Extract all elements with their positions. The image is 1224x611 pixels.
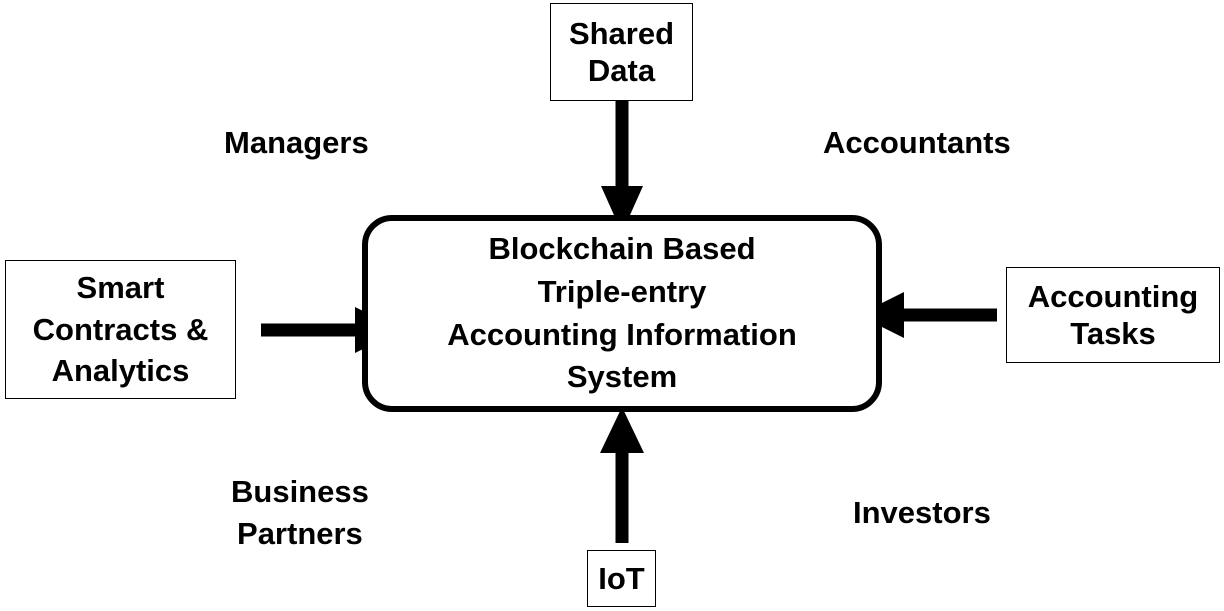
- accounting-tasks-label: Accounting: [1027, 278, 1199, 314]
- shared-data-label: Data: [587, 53, 656, 88]
- iot-box: IoT: [587, 550, 656, 607]
- iot-label: IoT: [598, 560, 645, 596]
- shared-data-label: Shared: [568, 15, 675, 51]
- system-title-line: Blockchain Based: [488, 230, 756, 266]
- smart-contracts-label: Analytics: [51, 353, 190, 389]
- investors-label: Investors: [853, 495, 991, 530]
- business-partners-line: Partners: [237, 515, 363, 551]
- business-partners-label: Business Partners: [231, 471, 369, 555]
- managers-label: Managers: [224, 125, 369, 160]
- smart-contracts-box: Smart Contracts & Analytics: [5, 260, 236, 399]
- smart-contracts-label: Smart: [76, 269, 165, 305]
- system-title: Blockchain Based Triple-entry Accounting…: [447, 228, 797, 399]
- arrow-shared-data: [601, 101, 643, 233]
- accounting-tasks-box: Accounting Tasks: [1006, 267, 1220, 363]
- system-title-line: Accounting Information: [447, 316, 797, 352]
- system-box: Blockchain Based Triple-entry Accounting…: [362, 215, 882, 412]
- accounting-tasks-label: Tasks: [1070, 316, 1156, 351]
- smart-contracts-label: Contracts &: [32, 311, 209, 347]
- accountants-label: Accountants: [823, 125, 1011, 160]
- system-title-line: System: [566, 359, 678, 395]
- arrow-iot: [600, 407, 644, 543]
- business-partners-line: Business: [231, 474, 369, 509]
- shared-data-box: Shared Data: [550, 3, 693, 101]
- system-title-line: Triple-entry: [537, 273, 707, 309]
